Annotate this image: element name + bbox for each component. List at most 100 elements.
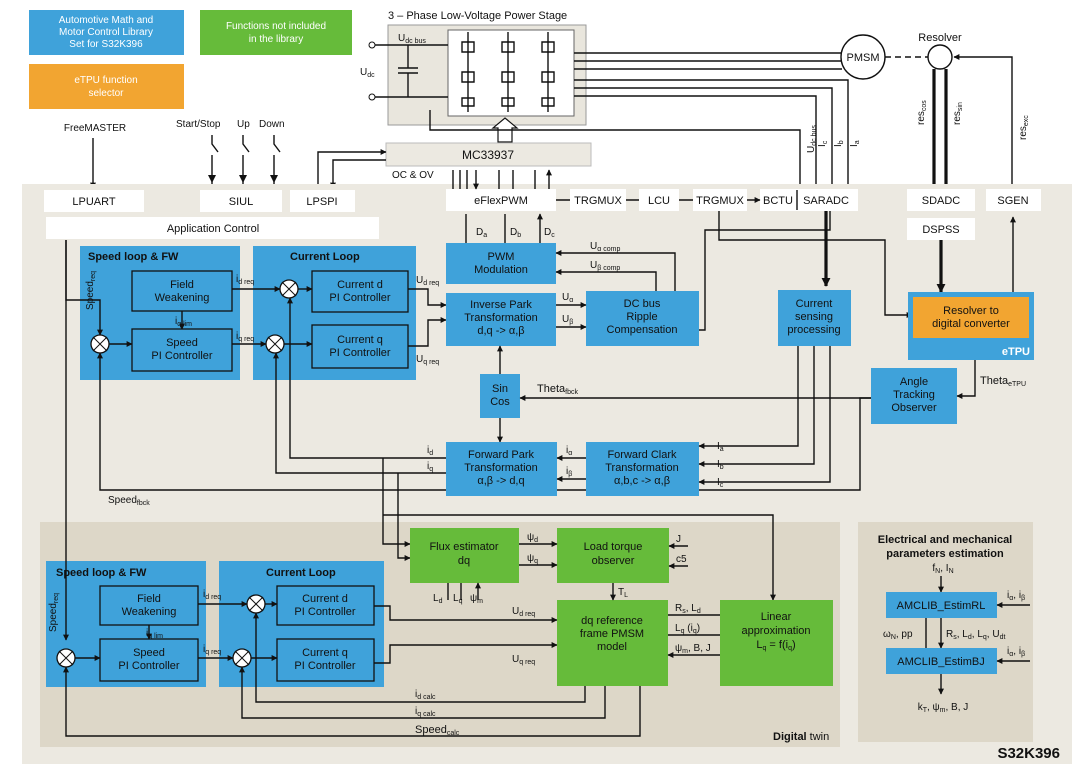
res-sin-label: ressin xyxy=(952,102,964,125)
twin-current-d-block xyxy=(276,585,375,626)
current-sensing-block xyxy=(778,290,851,346)
mc33937-block: MC33937 OC & OV xyxy=(385,142,592,181)
trgmux1-label: TRGMUX xyxy=(574,195,622,207)
ua-comp-label: Uα comp xyxy=(590,241,620,253)
estim-rl-label: AMCLIB_EstimRL xyxy=(897,600,986,612)
c5-label: c5 xyxy=(676,554,687,565)
siul-label: SIUL xyxy=(229,196,253,208)
forward-park-l3: α,β -> d,q xyxy=(477,475,524,487)
theta-etpu-label: ThetaeTPU xyxy=(980,375,1026,388)
mc33937-label: MC33937 xyxy=(462,148,514,162)
ia-sense-label: Ia xyxy=(849,140,861,147)
legend-etpu-line1: eTPU function xyxy=(74,75,137,86)
twin-current-loop: Current Loop Current d PI Controller Cur… xyxy=(203,561,384,687)
ud-req-label: Ud req xyxy=(416,275,439,287)
lcu-block xyxy=(639,189,679,211)
twin-current-q-block xyxy=(276,638,375,682)
estim-output-label: kT, ψm, B, J xyxy=(918,702,969,714)
twin-speed-pi-l2: PI Controller xyxy=(118,660,179,672)
parameter-estimation-panel: Electrical and mechanical parameters est… xyxy=(858,522,1033,742)
speed-calc-label: Speedcalc xyxy=(415,724,460,737)
twin-current-loop-title: Current Loop xyxy=(266,567,336,579)
twin-iq-req-label: iq req xyxy=(203,644,221,656)
speed-loop-panel: Speed loop & FW Field Weakening Speed PI… xyxy=(80,246,240,380)
ic-sense-label: Ic xyxy=(817,140,829,147)
iq-req-label: iq req xyxy=(236,331,254,343)
peripheral-arrows xyxy=(452,170,1016,318)
current-q-l1: Current q xyxy=(337,334,383,346)
Ib-label: Ib xyxy=(717,459,724,471)
forward-park-block xyxy=(446,442,557,496)
twin-current-q-l2: PI Controller xyxy=(294,660,355,672)
inverse-park-l3: d,q -> α,β xyxy=(477,325,524,337)
theta-fbck-label: Thetafbck xyxy=(537,383,578,396)
wn-pp-label: ωN, pp xyxy=(883,629,913,641)
siul-block xyxy=(200,190,282,212)
estim-title-l2: parameters estimation xyxy=(886,548,1004,560)
oc-ov-label: OC & OV xyxy=(392,170,434,181)
fn-in-label: fN, IN xyxy=(932,563,953,575)
uq-req-label: Uq req xyxy=(416,354,439,366)
legend-etpu-line2: selector xyxy=(88,88,124,99)
motor: PMSM Resolver Udc bus Ic Ib Ia rescos re… xyxy=(429,32,1030,195)
lpspi-label: LPSPI xyxy=(306,196,337,208)
legend-not-included-line1: Functions not included xyxy=(226,21,326,32)
estim-rl-block xyxy=(886,592,997,618)
Ic-label: Ic xyxy=(717,477,724,489)
lq-iq-label: Lq (iq) xyxy=(675,623,700,635)
inverse-park-block xyxy=(446,293,556,346)
legend-library-line1: Automotive Math and xyxy=(59,15,154,26)
pmsm-label: PMSM xyxy=(847,52,880,64)
forward-clark-block xyxy=(586,442,699,496)
res-exc-label: resexc xyxy=(1018,115,1030,140)
sin-cos-block xyxy=(480,374,520,418)
pwm-modulation-block xyxy=(446,243,556,284)
speed-loop-title: Speed loop & FW xyxy=(88,251,179,263)
forward-park-l2: Transformation xyxy=(464,462,538,474)
twin-speed-req-label: Speedreq xyxy=(48,593,60,632)
bctu-label: BCTU xyxy=(763,195,793,207)
legend-not-included-line2: in the library xyxy=(249,34,303,45)
resolver-symbol xyxy=(927,44,953,70)
load-torque-observer-block xyxy=(557,528,669,583)
udc-label: Udc xyxy=(360,67,375,79)
resolver-to-digital-block xyxy=(913,297,1029,338)
field-weakening-l1: Field xyxy=(170,279,194,291)
peripheral-row: LPUART SIUL LPSPI eFlexPWM TRGMUX LCU TR… xyxy=(44,189,1041,240)
rdc-l1: Resolver to xyxy=(943,305,999,317)
dspss-label: DSPSS xyxy=(922,224,959,236)
id-req-label: id req xyxy=(236,274,254,286)
pwm-modulation-l2: Modulation xyxy=(474,264,528,276)
twin-iq-lim-label: iq lim xyxy=(146,628,163,640)
rdc-l2: digital converter xyxy=(932,318,1010,330)
ialpha-label: iα xyxy=(566,445,572,457)
ibeta-label: iβ xyxy=(566,466,572,478)
sensing-blocks: Current sensing processing Resolver to d… xyxy=(778,290,1034,424)
psim-bj-label: ψm, B, J xyxy=(675,643,711,655)
current-d-pi-block xyxy=(311,270,409,313)
udc-bus-label: Udc bus xyxy=(398,33,426,45)
rs-l-udt-label: Rs, Ld, Lq, Udt xyxy=(946,629,1005,641)
resolver-label: Resolver xyxy=(918,32,962,44)
pmsm-model-block xyxy=(557,600,668,686)
twin-fw-l2: Weakening xyxy=(122,606,177,618)
estim-bj-block xyxy=(886,648,997,674)
flux-l1: Flux estimator xyxy=(429,541,498,553)
legend-library-line3: Set for S32K396 xyxy=(69,39,143,50)
inverter-bridge xyxy=(447,29,575,117)
twin-speed-loop: Speed loop & FW Field Weakening Speed PI… xyxy=(46,561,206,687)
app-control-block xyxy=(46,217,379,239)
iq-label: iq xyxy=(427,461,433,473)
sdadc-label: SDADC xyxy=(922,195,961,207)
angle-tracking-observer-block xyxy=(871,368,957,424)
legend-library-swatch xyxy=(29,10,184,55)
dc-bus-l3: Compensation xyxy=(607,324,678,336)
twin-uq-req-label: Uq req xyxy=(512,654,535,666)
psi-q-label: ψq xyxy=(527,553,538,565)
trgmux2-block xyxy=(693,189,747,211)
start-stop-label: Start/Stop xyxy=(176,119,221,130)
forward-clark-l2: Transformation xyxy=(605,462,679,474)
legend-etpu-swatch xyxy=(29,64,184,109)
twin-current-d-l2: PI Controller xyxy=(294,606,355,618)
